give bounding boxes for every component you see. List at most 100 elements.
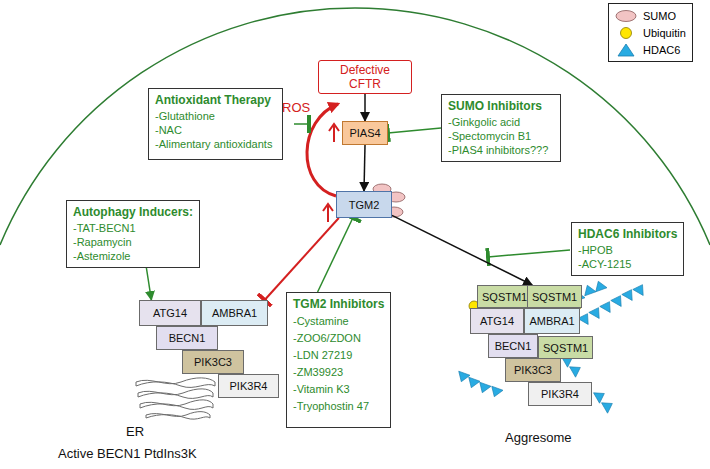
therapy-box: Antioxidant Therapy-Glutathione-NAC-Alim… bbox=[148, 88, 283, 160]
node-title: PIK3C3 bbox=[514, 364, 552, 376]
connector bbox=[364, 94, 366, 121]
therapy-box: HDAC6 Inhibitors-HPOB-ACY-1215 bbox=[571, 222, 684, 276]
node-title: ATG14 bbox=[480, 315, 514, 327]
drawing-part bbox=[146, 412, 210, 420]
legend-row: SUMO bbox=[615, 7, 686, 24]
node-title: TGM2 bbox=[349, 199, 380, 211]
drawing-part bbox=[140, 400, 213, 410]
protein-box: PIK3R4 bbox=[528, 382, 592, 406]
protein-box: PIK3C3 bbox=[505, 358, 561, 382]
increase-arrow bbox=[323, 204, 333, 222]
connector bbox=[265, 218, 339, 300]
node-title: SQSTM1 bbox=[532, 291, 577, 303]
list-item: -LDN 27219 bbox=[293, 347, 352, 364]
connector bbox=[318, 218, 353, 292]
complex-label: Aggresome bbox=[505, 430, 571, 445]
protein-box: AMBRA1 bbox=[201, 300, 268, 326]
node-title: PIK3R4 bbox=[230, 380, 268, 392]
list-item: -HPOB bbox=[578, 243, 613, 257]
drawing-part bbox=[477, 382, 491, 395]
node-title: SQSTM1 bbox=[482, 291, 527, 303]
legend-text: Ubiquitin bbox=[643, 27, 686, 39]
protein-box: SQSTM1 bbox=[527, 285, 582, 308]
ros-feedback-arrow bbox=[307, 104, 338, 196]
legend-text: SUMO bbox=[643, 10, 676, 22]
node-title: Antioxidant Therapy bbox=[155, 92, 271, 108]
legend-swatch bbox=[615, 43, 637, 57]
therapy-box: TGM2 Inhibitors-Cystamine-ZOO6/ZDON-LDN … bbox=[286, 292, 391, 428]
connector bbox=[388, 128, 441, 133]
node-title: PIK3R4 bbox=[541, 388, 579, 400]
drawing-part bbox=[593, 279, 607, 292]
list-item: -Alimentary antioxidants bbox=[155, 137, 272, 151]
node-title: ATG14 bbox=[153, 307, 187, 319]
list-item: -Tryophostin 47 bbox=[293, 398, 369, 415]
hdac6-inhibition-line bbox=[488, 250, 570, 257]
protein-box: BECN1 bbox=[488, 334, 538, 358]
drawing-part bbox=[138, 389, 213, 399]
list-item: -ZM39923 bbox=[293, 364, 343, 381]
protein-box: BECN1 bbox=[156, 326, 218, 350]
connector bbox=[392, 215, 532, 285]
drawing-part bbox=[136, 378, 215, 388]
drawing-part bbox=[582, 283, 596, 296]
drawing-part bbox=[602, 398, 616, 413]
drawing-part bbox=[456, 371, 470, 384]
node-title: TGM2 Inhibitors bbox=[293, 296, 384, 312]
therapy-box: SUMO Inhibitors-Ginkgolic acid-Spectomyc… bbox=[441, 94, 561, 162]
list-item: -Cystamine bbox=[293, 313, 349, 330]
protein-box: PIAS4 bbox=[342, 121, 388, 145]
hdac6-triangles bbox=[456, 279, 648, 413]
legend-row: HDAC6 bbox=[615, 41, 686, 58]
node-title: SQSTM1 bbox=[543, 342, 588, 354]
complex-label: Active BECN1 PtdIns3K bbox=[58, 446, 197, 461]
node-title: Defective CFTR bbox=[333, 63, 397, 91]
list-item: -Astemizole bbox=[73, 249, 130, 263]
condition-box: Defective CFTR bbox=[318, 60, 412, 94]
node-title: PIAS4 bbox=[349, 127, 380, 139]
connector bbox=[146, 268, 151, 300]
legend-swatch bbox=[615, 26, 637, 40]
legend-shape bbox=[616, 10, 636, 21]
list-item: -ZOO6/ZDON bbox=[293, 330, 361, 347]
list-item: -Ginkgolic acid bbox=[448, 115, 520, 129]
protein-box: SQSTM1 bbox=[477, 285, 532, 308]
therapy-box: Autophagy Inducers:-TAT-BECN1-Rapamycin-… bbox=[66, 200, 200, 268]
list-item: -Spectomycin B1 bbox=[448, 129, 531, 143]
connector bbox=[364, 145, 365, 191]
legend-shape bbox=[618, 44, 634, 56]
protein-box: ATG14 bbox=[139, 300, 201, 326]
protein-box: PIK3C3 bbox=[182, 350, 244, 374]
drawing-part bbox=[570, 362, 584, 377]
list-item: -Vitamin K3 bbox=[293, 381, 350, 398]
legend-text: HDAC6 bbox=[643, 44, 680, 56]
legend-swatch bbox=[615, 9, 637, 23]
node-title: Autophagy Inducers: bbox=[73, 204, 193, 220]
antioxidant-inhibition-line bbox=[294, 123, 309, 125]
drawing-part bbox=[466, 377, 480, 390]
er-membrane bbox=[136, 378, 215, 419]
protein-box: SQSTM1 bbox=[538, 336, 593, 359]
legend-row: Ubiquitin bbox=[615, 24, 686, 41]
node-title: PIK3C3 bbox=[194, 356, 232, 368]
list-item: -Rapamycin bbox=[73, 235, 132, 249]
organelle-label: ER bbox=[126, 424, 144, 439]
node-title: BECN1 bbox=[169, 332, 206, 344]
protein-box: ATG14 bbox=[470, 308, 524, 334]
cell-membrane-arc bbox=[0, 8, 710, 245]
node-title: BECN1 bbox=[495, 340, 532, 352]
protein-box: AMBRA1 bbox=[524, 308, 580, 334]
node-title: SUMO Inhibitors bbox=[448, 98, 542, 114]
list-item: -PIAS4 inhibitors??? bbox=[448, 143, 548, 157]
list-item: -ACY-1215 bbox=[578, 257, 631, 271]
drawing-part bbox=[594, 388, 608, 403]
legend-shape bbox=[621, 27, 632, 38]
list-item: -TAT-BECN1 bbox=[73, 221, 136, 235]
list-item: -NAC bbox=[155, 123, 182, 137]
protein-box: PIK3R4 bbox=[218, 374, 279, 398]
drawing-part bbox=[489, 386, 503, 399]
increase-arrow bbox=[329, 124, 339, 142]
legend: SUMO UbiquitinHDAC6 bbox=[608, 3, 693, 62]
list-item: -Glutathione bbox=[155, 109, 215, 123]
node-title: AMBRA1 bbox=[529, 315, 574, 327]
